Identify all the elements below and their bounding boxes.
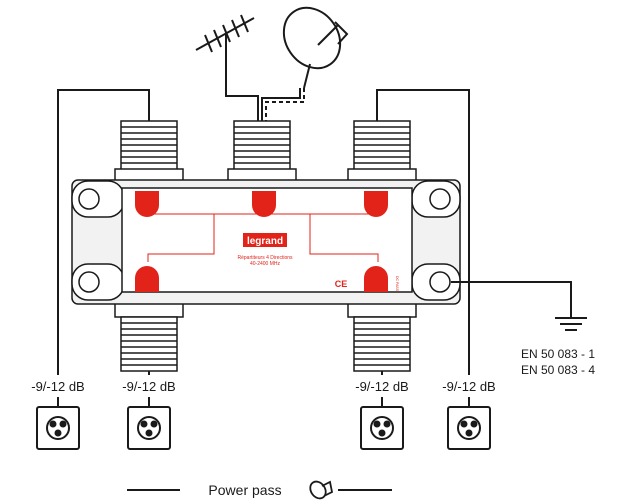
output-cables: [57, 89, 470, 407]
port-note: DC PASS: [395, 276, 399, 292]
port-markers: [135, 191, 388, 292]
output-attenuation-2: -9/-12 dB: [122, 379, 175, 394]
connector-top-left: [114, 120, 184, 184]
standard-2: EN 50 083 - 4: [521, 363, 595, 377]
mounting-hole: [78, 271, 100, 293]
tv-outlet-icon: [447, 406, 491, 450]
tv-outlet-icon: [36, 406, 80, 450]
output-attenuation-4: -9/-12 dB: [442, 379, 495, 394]
output-attenuation-3: -9/-12 dB: [355, 379, 408, 394]
port-marker-top-right: [364, 191, 388, 217]
device-description-line2: 40-2400 MHz: [250, 261, 281, 267]
power-pass-label: Power pass: [208, 482, 281, 498]
tv-outlet-icon: [127, 406, 171, 450]
terrestrial-antenna-icon: [195, 14, 255, 88]
top-connectors: [114, 120, 417, 184]
brand-logo: legrand: [243, 233, 287, 247]
device-description-line1: Répartiteurs 4 Directions: [237, 255, 293, 261]
bottom-connectors: [114, 302, 417, 372]
standard-1: EN 50 083 - 1: [521, 347, 595, 361]
tv-outlets: [36, 406, 491, 450]
connector-bottom-right: [347, 302, 417, 372]
connector-top-center: [227, 120, 297, 184]
tv-outlet-icon: [360, 406, 404, 450]
antenna-feed-cable: [225, 88, 305, 122]
power-pass-legend: Power pass: [127, 480, 392, 500]
mounting-hole: [78, 188, 100, 210]
port-marker-bottom-left: [135, 266, 159, 292]
output-attenuation-1: -9/-12 dB: [31, 379, 84, 394]
power-pass-dish-icon: [309, 480, 334, 500]
ground-icon: [451, 281, 587, 331]
internal-routing: [147, 212, 379, 262]
satellite-dish-icon: [282, 6, 349, 89]
mounting-hole: [429, 271, 451, 293]
mounting-hole: [429, 188, 451, 210]
ce-mark: CE: [335, 279, 348, 289]
connector-top-right: [347, 120, 417, 184]
connector-bottom-left: [114, 302, 184, 372]
port-marker-top-left: [135, 191, 159, 217]
brand-text: legrand: [247, 236, 283, 247]
port-marker-bottom-right: [364, 266, 388, 292]
port-marker-top-center: [252, 191, 276, 217]
